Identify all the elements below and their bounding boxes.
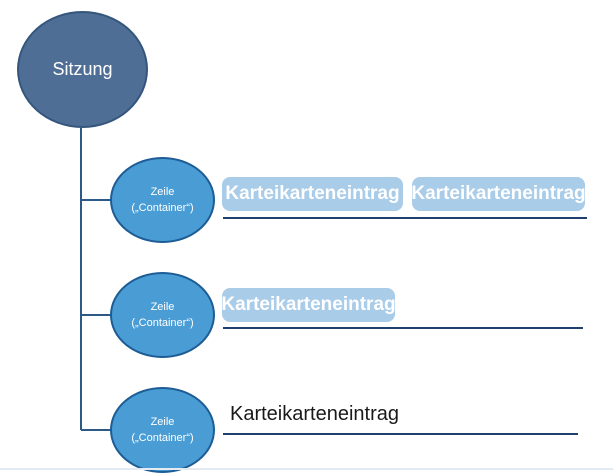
root-node-label: Sitzung [52,59,113,79]
row1-underline [223,217,587,219]
row1-entry-box-2: Karteikarteneintrag [411,177,586,211]
row1-entry-box-1: Karteikarteneintrag [222,177,403,211]
connector-vertical-line [80,128,82,430]
row2-entry-box-1: Karteikarteneintrag [221,288,396,322]
row1-zeile-label-line1: Zeile [150,185,175,198]
row3-zeile-label-line2: („Container“) [131,432,194,444]
row2-underline [223,327,583,329]
row1-zeile-label-line2: („Container“) [131,202,194,214]
row1-zeile-node: Zeile („Container“) [110,157,215,243]
row2-zeile-node: Zeile („Container“) [110,272,215,358]
row1-entry-2-label: Karteikarteneintrag [411,183,586,204]
row2-zeile-label-line2: („Container“) [131,317,194,329]
row2-zeile-label-line1: Zeile [150,300,175,313]
row3-underline [223,433,578,435]
connector-branch-row2 [81,314,112,316]
connector-branch-row3 [81,429,112,431]
row3-entry-plain-text: Karteikarteneintrag [230,402,399,425]
bottom-baseline [0,468,613,470]
row1-entry-1-label: Karteikarteneintrag [225,183,400,204]
row3-zeile-label-line1: Zeile [150,415,175,428]
root-node-sitzung: Sitzung [17,11,148,128]
row2-entry-1-label: Karteikarteneintrag [221,294,396,315]
connector-branch-row1 [81,199,112,201]
row3-zeile-node: Zeile („Container“) [110,387,215,473]
